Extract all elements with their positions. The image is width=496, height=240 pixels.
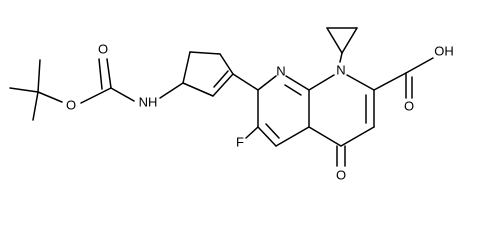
atom-label-n8: N bbox=[276, 63, 285, 78]
bond bbox=[308, 126, 342, 147]
bond bbox=[98, 58, 103, 90]
bond bbox=[189, 51, 221, 55]
bond bbox=[213, 70, 229, 88]
bonds bbox=[9, 27, 434, 167]
bond bbox=[341, 27, 358, 54]
bond bbox=[159, 82, 184, 99]
bond bbox=[245, 126, 259, 139]
bond bbox=[285, 75, 310, 91]
bond bbox=[212, 73, 234, 97]
bond bbox=[308, 74, 335, 91]
atom-label-f: F bbox=[236, 134, 244, 149]
bond bbox=[284, 84, 302, 96]
bond bbox=[110, 87, 135, 102]
bond bbox=[340, 126, 375, 147]
bond bbox=[80, 87, 112, 104]
bond bbox=[9, 87, 39, 93]
atom-labels: N N F O OH O NH O O bbox=[66, 41, 454, 182]
atom-label-o-keto: O bbox=[336, 167, 346, 182]
bond bbox=[339, 52, 343, 63]
bond bbox=[346, 74, 375, 91]
bond bbox=[275, 126, 310, 147]
bond bbox=[405, 57, 434, 74]
bond bbox=[32, 91, 39, 121]
atom-label-o-carbamate-carbonyl: O bbox=[98, 41, 108, 56]
bond bbox=[373, 72, 407, 91]
structure-diagram: N N F O OH O NH O O bbox=[9, 27, 454, 182]
bond bbox=[257, 126, 277, 147]
bond bbox=[106, 58, 112, 89]
bond bbox=[37, 91, 63, 103]
bond bbox=[257, 75, 277, 91]
bond bbox=[182, 82, 214, 97]
bond bbox=[37, 59, 41, 93]
bond bbox=[326, 27, 343, 54]
atom-label-oh-acid: OH bbox=[434, 43, 454, 58]
bond bbox=[182, 51, 191, 84]
bond bbox=[232, 73, 259, 91]
bond bbox=[265, 123, 280, 139]
atom-label-n1: N bbox=[336, 62, 345, 77]
bond bbox=[219, 53, 234, 75]
atom-label-nh: NH bbox=[139, 94, 158, 109]
atom-label-o-acid: O bbox=[404, 98, 414, 113]
atom-label-o-carbamate-ester: O bbox=[66, 97, 76, 112]
